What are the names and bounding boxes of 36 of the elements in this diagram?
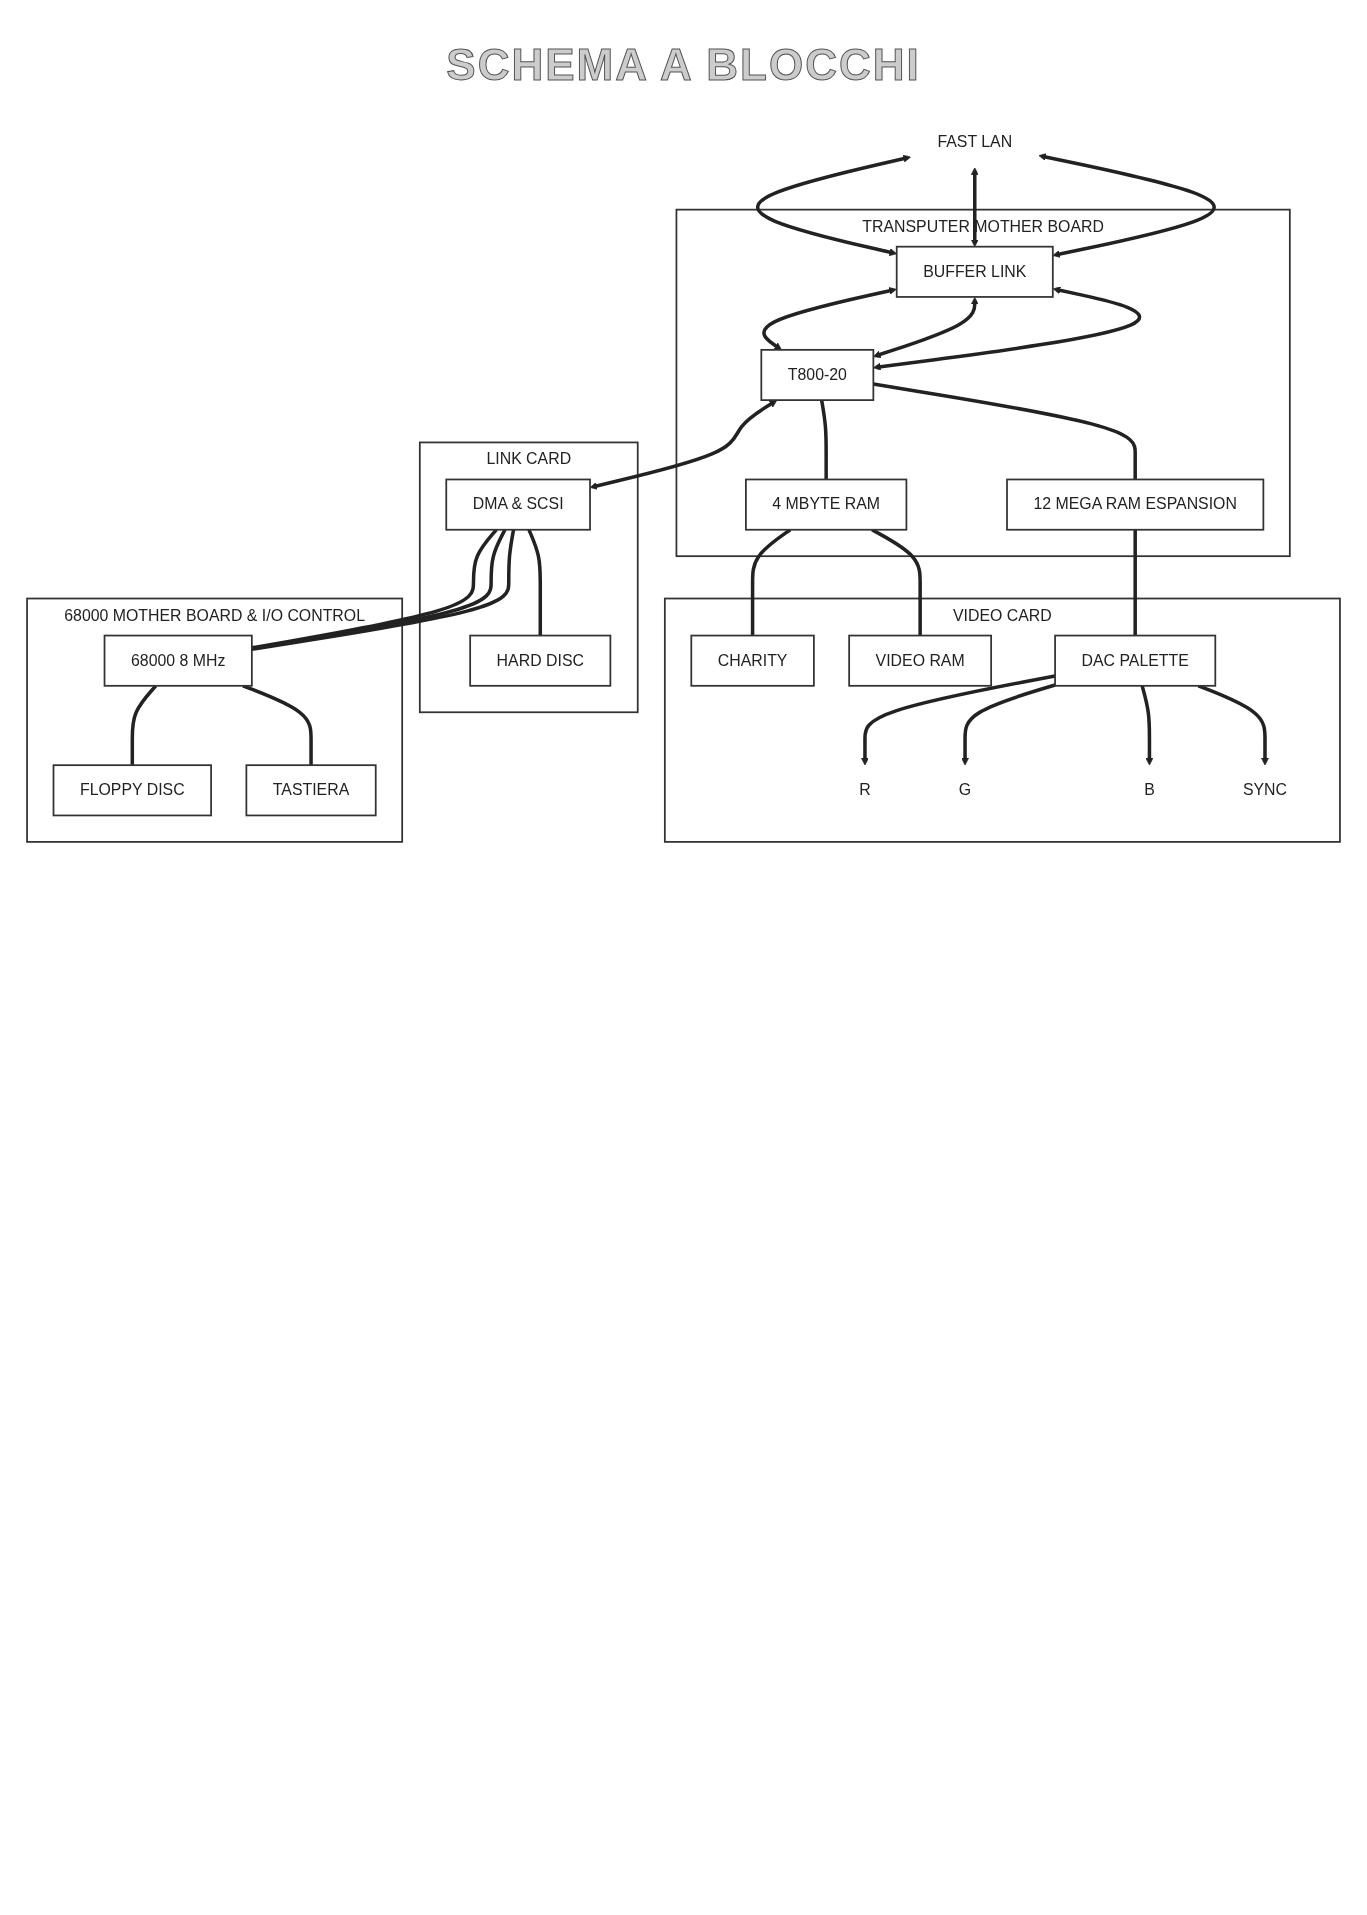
- connector: [1133, 529, 1137, 636]
- arrow: [762, 287, 897, 351]
- node-box: DMA & SCSI: [445, 478, 591, 531]
- node-box: CHARITY: [690, 634, 815, 687]
- arrow: [873, 286, 1141, 371]
- node-box: 12 MEGA RAM ESPANSION: [1006, 478, 1265, 531]
- arrow: [961, 683, 1056, 766]
- connector: [130, 684, 158, 766]
- node-box: 4 MBYTE RAM: [745, 478, 908, 531]
- node-box: BUFFER LINK: [895, 245, 1054, 298]
- node-text: R: [859, 781, 871, 799]
- node-text: B: [1144, 781, 1155, 799]
- connector: [750, 528, 792, 636]
- arrow: [756, 154, 911, 256]
- arrow: [873, 296, 979, 359]
- arrow: [1038, 153, 1216, 258]
- node-box: T800-20: [760, 348, 875, 401]
- node-box: HARD DISC: [469, 634, 612, 687]
- arrow: [1140, 685, 1154, 766]
- node-text: FAST LAN: [937, 132, 1013, 151]
- node-text: G: [958, 781, 972, 799]
- connector: [871, 528, 922, 636]
- connector: [242, 684, 313, 766]
- arrow: [970, 167, 979, 248]
- node-box: DAC PALETTE: [1054, 634, 1217, 687]
- node-box: FLOPPY DISC: [52, 764, 212, 817]
- node-text: SYNC: [1242, 781, 1288, 799]
- connector: [873, 382, 1137, 480]
- arrow: [1197, 684, 1269, 766]
- node-box: 68000 8 MHz: [103, 634, 253, 687]
- diagram-title: SCHEMA A BLOCCHI: [446, 40, 921, 90]
- node-box: VIDEO RAM: [848, 634, 992, 687]
- node-box: TASTIERA: [245, 764, 377, 817]
- connector: [527, 529, 543, 636]
- connector: [819, 399, 828, 480]
- arrow: [861, 674, 1056, 766]
